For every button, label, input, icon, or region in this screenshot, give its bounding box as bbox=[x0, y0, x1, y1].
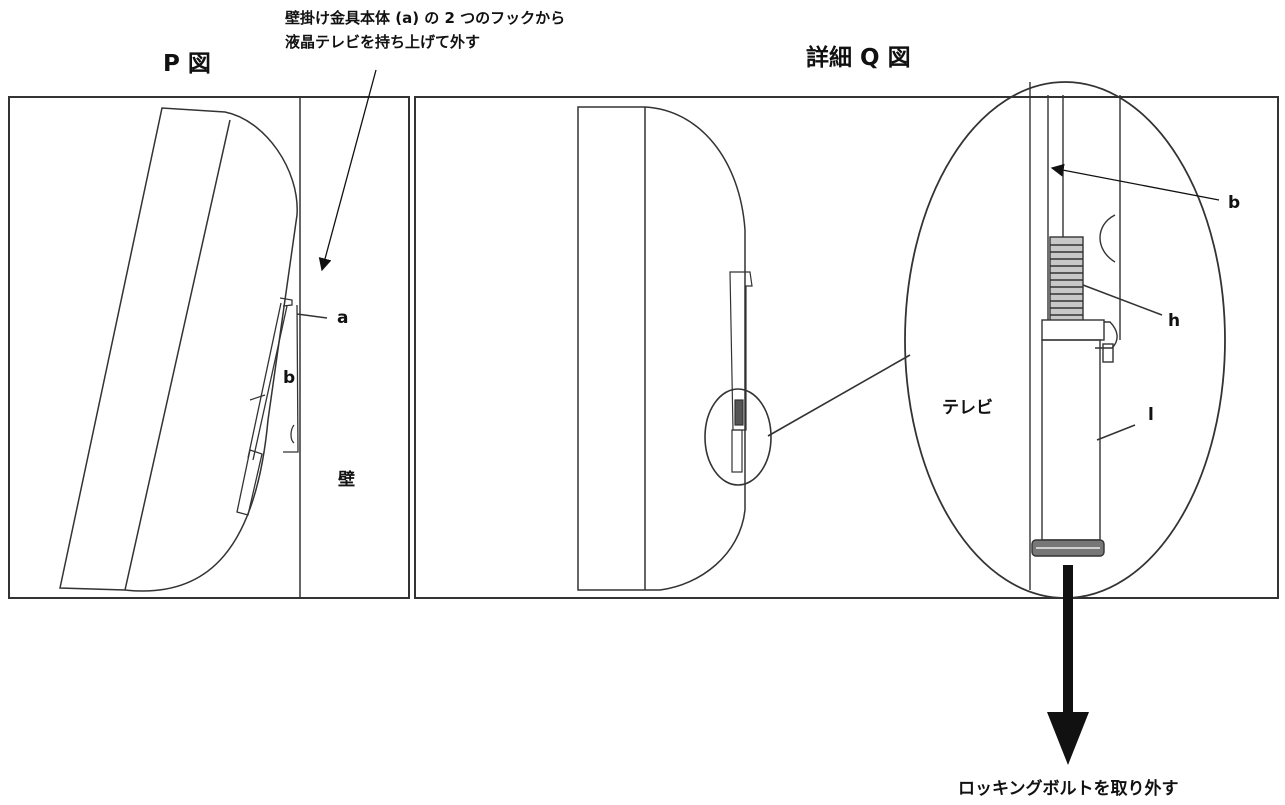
figure-q-title: 詳細 Q 図 bbox=[806, 45, 911, 71]
leader-line-a bbox=[296, 313, 328, 319]
detail-circle-small bbox=[704, 388, 772, 486]
tv-side-profile-q bbox=[577, 106, 746, 591]
remove-bolt-instruction: ロッキングボルトを取り外す bbox=[958, 779, 1179, 799]
label-a: a bbox=[337, 308, 349, 328]
removal-arrow-shaft bbox=[1063, 565, 1073, 715]
enlarged-detail-q bbox=[1029, 82, 1121, 590]
wall-mount-bracket-p bbox=[236, 297, 299, 516]
leader-line-h bbox=[1082, 284, 1163, 316]
figure-p-title: P 図 bbox=[163, 51, 211, 77]
instruction-text-line1: 壁掛け金具本体 (a) の 2 つのフックから bbox=[285, 9, 566, 27]
label-wall: 壁 bbox=[338, 470, 355, 490]
leader-line-l bbox=[1096, 424, 1136, 441]
instruction-text-line2: 液晶テレビを持ち上げて外す bbox=[285, 33, 481, 51]
removal-arrow-head bbox=[1047, 712, 1089, 765]
label-h: h bbox=[1168, 311, 1181, 331]
label-b-p: b bbox=[283, 368, 296, 388]
bracket-q-small bbox=[729, 271, 753, 473]
instruction-pointer-arrow bbox=[318, 69, 377, 272]
magnify-connector-line bbox=[767, 354, 911, 437]
leader-line-b-p bbox=[249, 394, 266, 401]
leader-arrow-b-q bbox=[1050, 163, 1220, 201]
label-l: l bbox=[1148, 405, 1154, 425]
label-b-q: b bbox=[1228, 193, 1241, 213]
tv-side-profile-p bbox=[59, 107, 298, 592]
label-tv: テレビ bbox=[942, 398, 993, 418]
figure-q-panel bbox=[414, 96, 1279, 599]
